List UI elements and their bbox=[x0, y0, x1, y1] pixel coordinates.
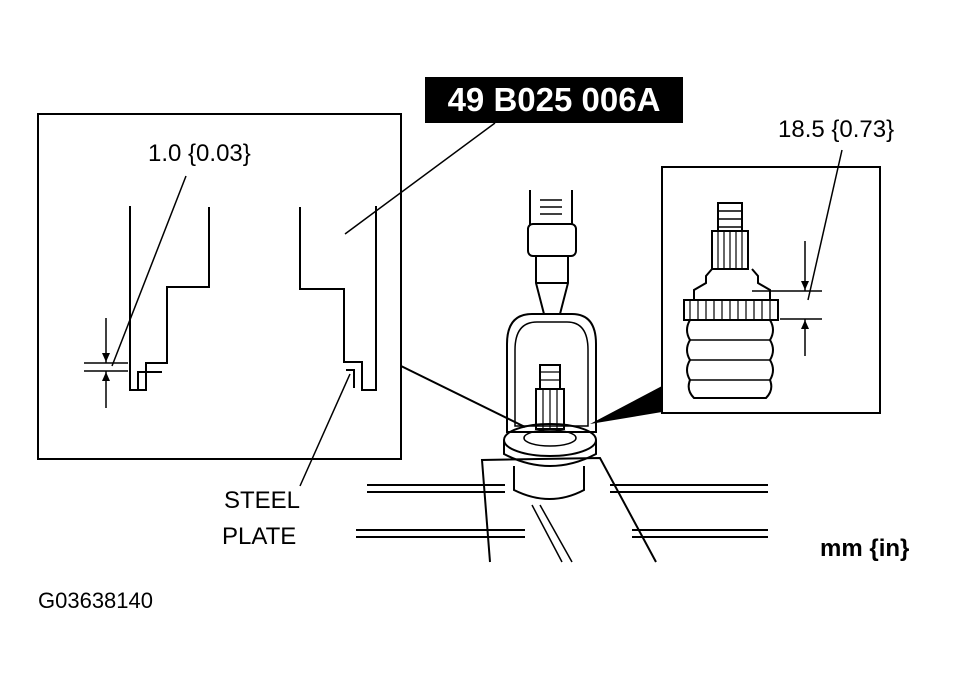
tool-collar bbox=[527, 223, 577, 257]
units-label: mm {in} bbox=[820, 535, 910, 562]
right-tool-profile bbox=[299, 206, 377, 391]
right-inset-connector bbox=[590, 386, 662, 424]
tool-cage-outer bbox=[506, 313, 597, 433]
left-plate-notch bbox=[137, 371, 162, 390]
main-tool-assembly bbox=[503, 190, 597, 500]
dim-left-leader bbox=[111, 175, 187, 367]
left-detail-inset bbox=[37, 113, 496, 487]
dimension-left-label: 1.0 {0.03} bbox=[148, 140, 251, 167]
tool-cage-inner bbox=[514, 321, 589, 427]
right-dim-arrowheads bbox=[801, 281, 809, 329]
tool-number-leader bbox=[344, 122, 496, 235]
tool-taper bbox=[535, 256, 569, 315]
figure-id-label: G03638140 bbox=[38, 588, 153, 613]
bench-base bbox=[356, 456, 768, 563]
right-joint-shoulder bbox=[693, 268, 771, 301]
left-tool-profile bbox=[129, 206, 210, 391]
steel-plate-label-line1: STEEL bbox=[224, 487, 301, 514]
tool-lower-cylinder bbox=[513, 466, 585, 500]
right-boot-bellows bbox=[686, 319, 774, 399]
steel-plate-leader bbox=[299, 373, 351, 487]
dim-right-leader bbox=[807, 149, 843, 301]
right-detail-inset bbox=[661, 149, 881, 414]
dimension-right-label: 18.5 {0.73} bbox=[778, 116, 895, 143]
right-toothed-ring bbox=[683, 299, 779, 321]
steel-plate-notch bbox=[346, 369, 355, 388]
steel-plate-label-line2: PLATE bbox=[222, 523, 297, 550]
left-inset-connector bbox=[400, 365, 526, 428]
tool-inner-pin bbox=[539, 364, 561, 390]
bench-block bbox=[480, 456, 657, 563]
left-dim-arrowheads bbox=[102, 353, 110, 381]
tool-number-label: 49 B025 006A bbox=[425, 77, 683, 123]
right-inset-frame bbox=[661, 166, 881, 414]
left-inset-frame bbox=[37, 113, 402, 460]
